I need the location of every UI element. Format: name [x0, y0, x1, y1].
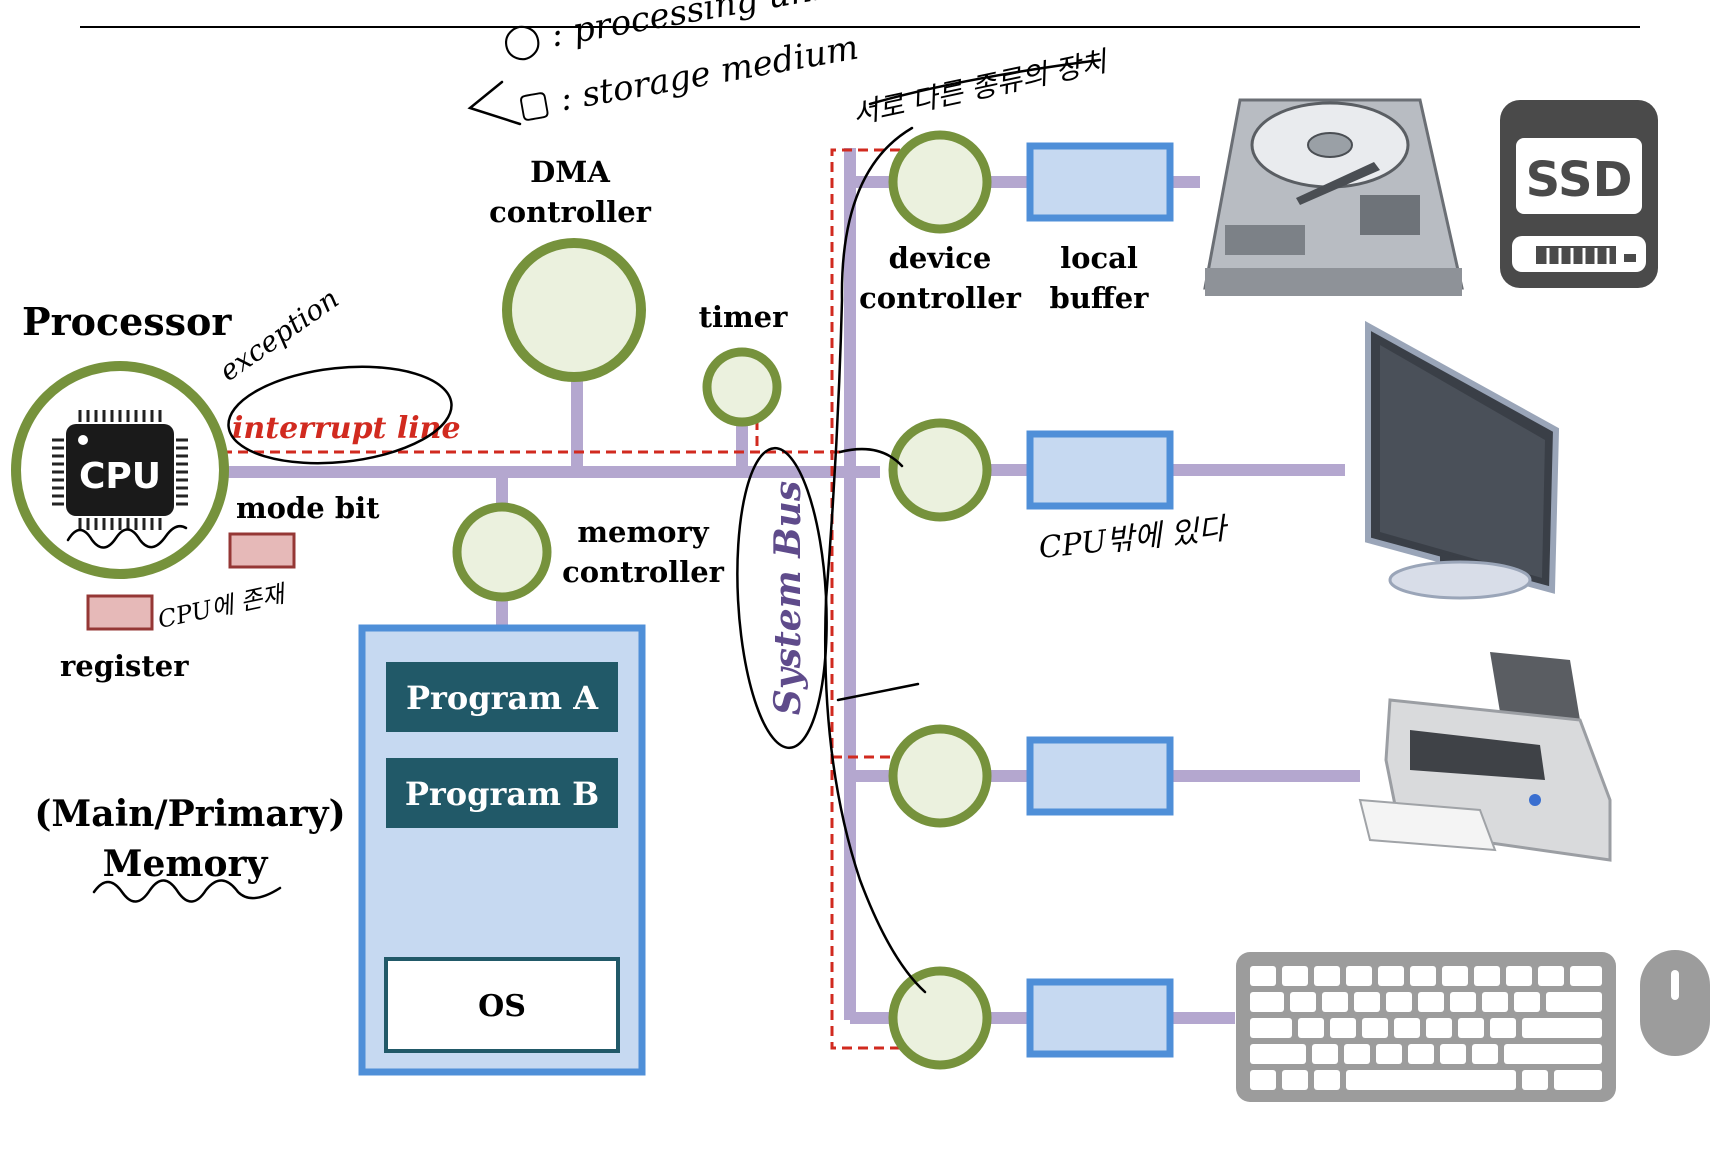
ssd-label: SSD [1526, 152, 1633, 208]
interrupt-line-label: interrupt line [232, 411, 461, 446]
register-label: register [60, 649, 189, 683]
mode-bit-box [228, 532, 296, 569]
timer-circle [702, 347, 782, 427]
device-controller-circle [888, 418, 992, 522]
ssd-icon: SSD [1500, 100, 1658, 288]
cpu-register-note: CPU에 존재 [155, 579, 289, 634]
hard-disk-icon [1203, 98, 1464, 296]
device-bracket-curve [823, 126, 927, 994]
handwritten-annotations [66, 58, 1102, 994]
memory-squiggle [92, 879, 282, 903]
device-controller-2 [888, 418, 1174, 522]
cpu-chip-label: CPU [79, 456, 161, 497]
local-buffer-label-line1: local [1060, 241, 1138, 275]
dma-controller-circle [502, 238, 646, 382]
timer-label: timer [699, 300, 789, 334]
local-buffer-box [1026, 978, 1174, 1058]
cpu-squiggle [66, 525, 188, 549]
program-a-label: Program A [406, 679, 599, 717]
device-controller-circle [888, 130, 992, 234]
bus-tick-1 [838, 447, 904, 468]
main-memory-label-line1: (Main/Primary) [34, 793, 345, 835]
local-buffer-box [1026, 430, 1174, 510]
bus-lines [215, 148, 1360, 1024]
device-controller-label-line1: device [889, 241, 992, 275]
device-note: 서로 다른 종류의 장치 [850, 44, 1112, 130]
device-controller-circle [888, 966, 992, 1070]
printer-icon [1358, 652, 1612, 862]
main-memory-label-line2: Memory [103, 843, 269, 885]
interrupt-line [222, 148, 900, 1050]
device-controller-4 [888, 966, 1174, 1070]
exception-note: exception [213, 282, 345, 388]
os-label: OS [478, 989, 526, 1024]
mouse-icon [1640, 950, 1710, 1056]
memory-controller-label-line2: controller [562, 555, 725, 589]
device-controller-3 [888, 724, 1174, 828]
keyboard-icon [1236, 952, 1616, 1102]
dma-label-line2: controller [489, 195, 652, 229]
device-controller-1 [888, 130, 1174, 234]
local-buffer-box [1026, 142, 1174, 222]
local-buffer-label-line2: buffer [1050, 281, 1150, 315]
program-a-box [386, 662, 618, 732]
monitor-note: CPU밖에 있다 [1037, 511, 1231, 566]
processor-label: Processor [22, 299, 232, 344]
os-box [384, 957, 620, 1053]
program-b-box [386, 758, 618, 828]
cpu-chip-icon: CPU [52, 410, 188, 530]
local-buffer-box [1026, 736, 1174, 816]
device-controller-label-line2: controller [859, 281, 1022, 315]
memory-controller-circle [452, 502, 552, 602]
mode-bit-label: mode bit [236, 491, 380, 525]
device-note-underline [868, 58, 1102, 106]
interrupt-line-vertical [830, 148, 900, 1050]
system-bus-label: System Bus [767, 481, 809, 715]
bus-tick-2 [836, 682, 920, 702]
monitor-icon [1365, 320, 1560, 600]
register-box [86, 594, 154, 631]
memory-controller-label-line1: memory [577, 515, 709, 549]
dma-label-line1: DMA [530, 155, 610, 189]
legend-bracket [467, 80, 522, 126]
exception-circle [227, 365, 453, 465]
device-controller-circle [888, 724, 992, 828]
program-b-label: Program B [405, 775, 599, 813]
